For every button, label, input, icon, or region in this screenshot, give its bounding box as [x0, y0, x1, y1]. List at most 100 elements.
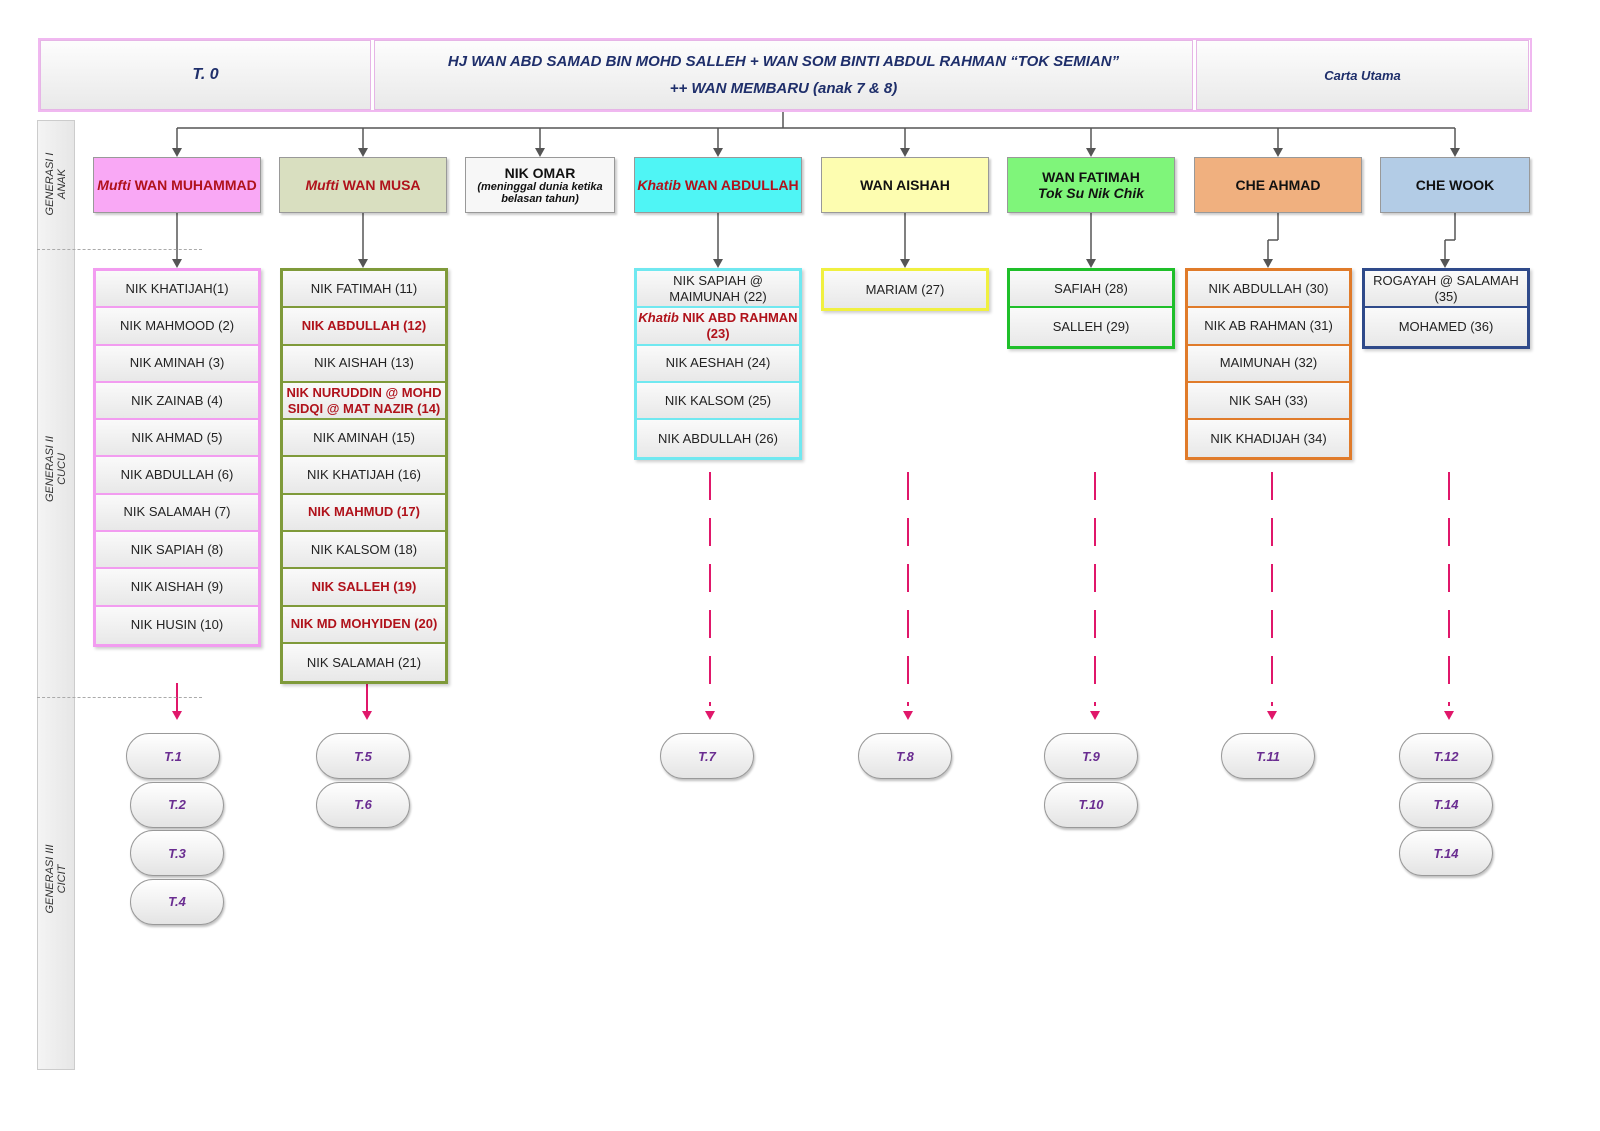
- arrow-head-icon: [358, 148, 368, 157]
- chart-link-label: T.9: [1082, 748, 1100, 764]
- arrow-head-icon: [1267, 711, 1277, 720]
- grandchild-name: MAIMUNAH (32): [1219, 355, 1318, 371]
- arrow-head-icon: [903, 711, 913, 720]
- arrow-head-icon: [705, 711, 715, 720]
- grandchild-item[interactable]: NIK AB RAHMAN (31): [1188, 308, 1349, 346]
- grandchild-name: SAFIAH (28): [1054, 280, 1128, 296]
- chart-code-text: T. 0: [192, 66, 219, 83]
- grandchild-item[interactable]: NIK KHATIJAH(1): [96, 271, 258, 309]
- child-node[interactable]: NIK OMAR(meninggal dunia ketika belasan …: [465, 157, 615, 213]
- header-frame: [38, 38, 1532, 112]
- grandchild-item[interactable]: NIK MAHMOOD (2): [96, 308, 258, 346]
- grandchild-item[interactable]: NIK SAPIAH (8): [96, 532, 258, 570]
- chart-link-t-6[interactable]: T.6: [316, 781, 410, 828]
- grandchild-item[interactable]: NIK ZAINAB (4): [96, 382, 258, 421]
- grandchild-item[interactable]: NIK NURUDDIN @ MOHD SIDQI @ MAT NAZIR (1…: [283, 382, 445, 421]
- grandchild-item[interactable]: NIK SALAMAH (7): [96, 494, 258, 533]
- grandchild-item[interactable]: NIK MD MOHYIDEN (20): [283, 606, 445, 644]
- grandchild-item[interactable]: NIK ABDULLAH (26): [637, 420, 799, 458]
- chart-link-t-4[interactable]: T.4: [130, 878, 224, 925]
- grandchild-item[interactable]: MOHAMED (36): [1365, 308, 1527, 346]
- grandchild-item[interactable]: NIK ABDULLAH (12): [283, 308, 445, 346]
- grandchild-item[interactable]: NIK SAH (33): [1188, 382, 1349, 421]
- grandchild-name: MOHAMED (36): [1398, 318, 1494, 334]
- child-node[interactable]: Khatib WAN ABDULLAH: [634, 157, 802, 213]
- grandchild-item[interactable]: SALLEH (29): [1010, 308, 1172, 346]
- grandchild-item[interactable]: NIK ABDULLAH (6): [96, 457, 258, 495]
- title-prefix: Mufti: [305, 177, 339, 193]
- child-name: WAN AISHAH: [860, 177, 950, 193]
- grandchild-item[interactable]: NIK KALSOM (25): [637, 382, 799, 421]
- child-name-row: Khatib WAN ABDULLAH: [637, 177, 798, 193]
- chart-code: T. 0: [40, 40, 371, 110]
- grandchild-item[interactable]: NIK KHATIJAH (16): [283, 457, 445, 495]
- chart-link-label: T.6: [354, 797, 372, 812]
- grandchild-item[interactable]: NIK AMINAH (15): [283, 420, 445, 458]
- grandchild-item[interactable]: NIK AISHAH (13): [283, 345, 445, 383]
- root-title-line1: HJ WAN ABD SAMAD BIN MOHD SALLEH + WAN S…: [447, 53, 1120, 70]
- grandchild-item[interactable]: NIK SALAMAH (21): [283, 643, 445, 682]
- grandchild-item[interactable]: NIK FATIMAH (11): [283, 271, 445, 309]
- child-node[interactable]: Mufti WAN MUSA: [279, 157, 447, 213]
- grandchild-name: NIK ABDULLAH (26): [658, 430, 778, 446]
- chart-link-t-5[interactable]: T.5: [316, 733, 410, 779]
- grandchildren-list: SAFIAH (28) SALLEH (29): [1007, 268, 1175, 349]
- grandchild-item[interactable]: MAIMUNAH (32): [1188, 345, 1349, 383]
- grandchildren-list: MARIAM (27): [821, 268, 989, 312]
- grandchild-name: NIK SALLEH (19): [311, 579, 417, 595]
- chart-link-label: T.5: [354, 748, 372, 764]
- child-node[interactable]: Mufti WAN MUHAMMAD: [93, 157, 261, 213]
- grandchild-name: NIK AHMAD (5): [131, 429, 223, 445]
- grandchild-item[interactable]: NIK AESHAH (24): [637, 345, 799, 383]
- grandchild-item[interactable]: SAFIAH (28): [1010, 271, 1172, 309]
- grandchild-name: NIK MAHMOOD (2): [119, 317, 235, 333]
- chart-link-t-8[interactable]: T.8: [858, 733, 952, 779]
- chart-link-t-7[interactable]: T.7: [660, 733, 754, 779]
- arrow-head-icon: [1263, 259, 1273, 268]
- grandchild-item[interactable]: NIK ABDULLAH (30): [1188, 271, 1349, 309]
- grandchild-item[interactable]: ROGAYAH @ SALAMAH (35): [1365, 271, 1527, 309]
- grandchild-item[interactable]: NIK KALSOM (18): [283, 532, 445, 570]
- chart-link-t-14[interactable]: T.14: [1399, 781, 1493, 828]
- grandchild-item[interactable]: NIK MAHMUD (17): [283, 494, 445, 533]
- child-name-row: NIK OMAR: [505, 165, 576, 181]
- chart-link-label: T.12: [1433, 748, 1459, 764]
- grandchild-item[interactable]: NIK AHMAD (5): [96, 420, 258, 458]
- grandchild-item[interactable]: Khatib NIK ABD RAHMAN (23): [637, 308, 799, 346]
- grandchild-item[interactable]: NIK AMINAH (3): [96, 345, 258, 383]
- title-prefix: Khatib: [638, 309, 679, 325]
- grandchild-name: NIK KALSOM (18): [310, 541, 418, 557]
- grandchild-name: NIK NURUDDIN @ MOHD SIDQI @ MAT NAZIR (1…: [286, 384, 442, 416]
- title-prefix: Khatib: [637, 177, 681, 193]
- grandchild-name: NIK ABDULLAH (6): [120, 467, 234, 483]
- grandchild-item[interactable]: NIK SAPIAH @ MAIMUNAH (22): [637, 271, 799, 309]
- chart-link-t-10[interactable]: T.10: [1044, 781, 1138, 828]
- chart-link-t-11[interactable]: T.11: [1221, 733, 1315, 779]
- grandchild-name: NIK ABDULLAH (12): [301, 317, 427, 333]
- chart-link-t-9[interactable]: T.9: [1044, 733, 1138, 779]
- child-name-row: WAN AISHAH: [860, 177, 950, 193]
- child-node[interactable]: CHE WOOK: [1380, 157, 1530, 213]
- grandchild-item[interactable]: NIK HUSIN (10): [96, 606, 258, 644]
- grandchild-name: NIK SAPIAH @ MAIMUNAH (22): [669, 272, 767, 304]
- child-node[interactable]: CHE AHMAD: [1194, 157, 1362, 213]
- grandchild-item[interactable]: MARIAM (27): [824, 271, 986, 309]
- chart-link-t-12[interactable]: T.12: [1399, 733, 1493, 779]
- chart-link-t-2[interactable]: T.2: [130, 781, 224, 828]
- chart-link-t-14[interactable]: T.14: [1399, 830, 1493, 876]
- grandchild-item[interactable]: NIK KHADIJAH (34): [1188, 420, 1349, 458]
- grandchild-item[interactable]: NIK SALLEH (19): [283, 569, 445, 607]
- grandchild-name: NIK AMINAH (15): [313, 429, 415, 445]
- grandchild-item[interactable]: NIK AISHAH (9): [96, 569, 258, 607]
- arrow-head-icon: [713, 259, 723, 268]
- chart-link-t-3[interactable]: T.3: [130, 830, 224, 876]
- chart-link-label: T.1: [164, 748, 182, 764]
- arrow-head-icon: [358, 259, 368, 268]
- child-name-row: CHE AHMAD: [1235, 177, 1320, 193]
- chart-link-t-1[interactable]: T.1: [126, 733, 220, 779]
- child-node[interactable]: WAN AISHAH: [821, 157, 989, 213]
- grandchildren-list: NIK FATIMAH (11) NIK ABDULLAH (12) NIK AIS…: [280, 268, 448, 685]
